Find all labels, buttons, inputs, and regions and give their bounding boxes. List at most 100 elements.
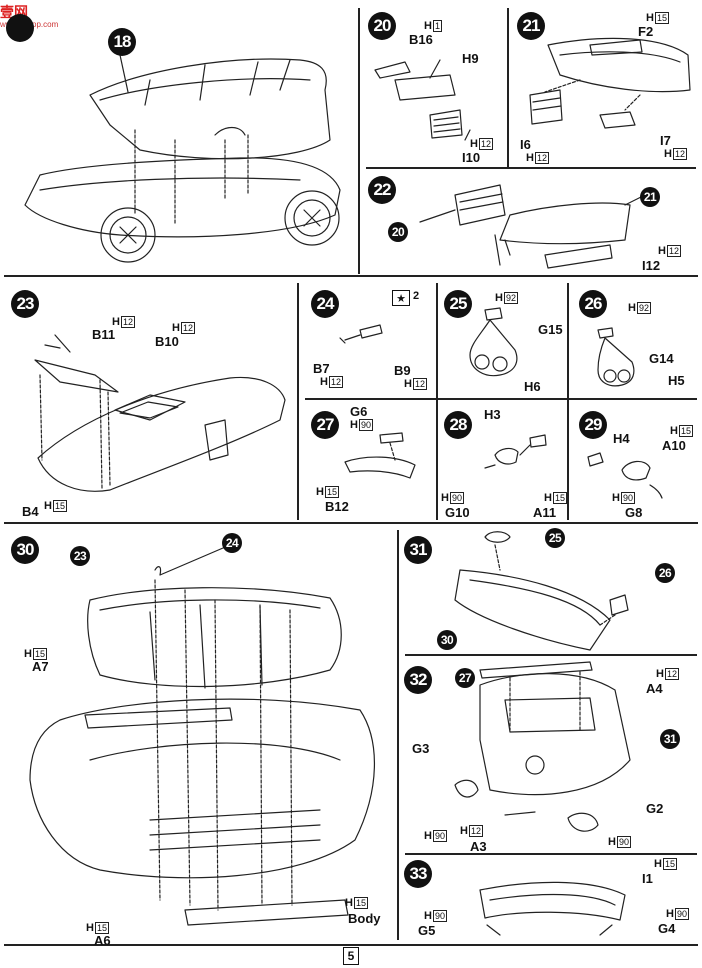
step-number: 32: [409, 670, 428, 689]
part-label: A6: [94, 933, 111, 948]
part-label: B10: [155, 334, 179, 349]
ref-number: 23: [73, 549, 87, 563]
part-label: B9: [394, 363, 411, 378]
divider: [358, 8, 360, 274]
paint-prefix: H: [612, 491, 620, 504]
paint-prefix: H: [544, 491, 552, 504]
paint-number: 12: [180, 322, 195, 334]
step-badge-23: 23: [11, 290, 39, 318]
paint-number: 12: [664, 668, 679, 680]
paint-prefix: H: [24, 647, 32, 660]
part-label: G10: [445, 505, 470, 520]
paint-number: 1: [432, 20, 442, 32]
step-badge-25: 25: [444, 290, 472, 318]
paint-number: 12: [412, 378, 427, 390]
part-label: H5: [668, 373, 685, 388]
part-label: Body: [348, 911, 381, 926]
paint-number: 90: [620, 492, 635, 504]
paint-prefix: H: [404, 377, 412, 390]
step-badge-27: 27: [311, 411, 339, 439]
step-number: 28: [449, 415, 468, 434]
step32-drawing: [454, 661, 631, 832]
paint-number: 15: [94, 922, 109, 934]
ref-badge-30: 30: [437, 630, 457, 650]
divider: [4, 522, 698, 524]
step-number: 21: [522, 16, 541, 35]
part-label: H3: [484, 407, 501, 422]
step27-drawing: [344, 432, 416, 479]
step-number: 22: [373, 180, 392, 199]
part-label: G4: [658, 921, 676, 936]
divider: [405, 853, 697, 855]
step-number: 26: [584, 294, 603, 313]
step29-drawing: [587, 452, 663, 499]
divider: [507, 8, 509, 168]
step-number: 30: [16, 540, 35, 559]
step-badge-22: 22: [368, 176, 396, 204]
part-label: I12: [642, 258, 661, 273]
paint-number: 15: [324, 486, 339, 498]
step-number: 25: [449, 294, 468, 313]
paint-prefix: H: [441, 491, 449, 504]
paint-prefix: H: [345, 896, 353, 909]
step21-drawing: [529, 37, 691, 129]
paint-number: 92: [503, 292, 518, 304]
paint-prefix: H: [664, 147, 672, 160]
paint-number: 12: [120, 316, 135, 328]
step18-drawing: [24, 54, 341, 263]
part-label: A10: [662, 438, 686, 453]
step20-drawing: [374, 59, 471, 141]
paint-prefix: H: [646, 11, 654, 24]
part-label: H6: [524, 379, 541, 394]
ref-badge-25: 25: [545, 528, 565, 548]
part-label: A11: [533, 505, 557, 520]
paint-number: 12: [666, 245, 681, 257]
step-badge-21: 21: [517, 12, 545, 40]
ref-number: 31: [663, 732, 677, 746]
step-badge-29: 29: [579, 411, 607, 439]
part-label: I1: [642, 871, 653, 886]
part-label: G3: [412, 741, 430, 756]
paint-prefix: H: [172, 321, 180, 334]
paint-number: 12: [468, 825, 483, 837]
step-badge-17: [6, 14, 34, 42]
part-label: G8: [625, 505, 643, 520]
ref-number: 24: [225, 536, 239, 550]
step-number: 23: [16, 294, 35, 313]
paint-prefix: H: [654, 857, 662, 870]
paint-number: 12: [534, 152, 549, 164]
paint-number: 90: [449, 492, 464, 504]
step-number: 33: [409, 864, 428, 883]
part-label: I7: [660, 133, 671, 148]
step-number: 27: [316, 415, 335, 434]
paint-prefix: H: [316, 485, 324, 498]
paint-prefix: H: [424, 909, 432, 922]
step-badge-31: 31: [404, 536, 432, 564]
part-label: B7: [313, 361, 330, 376]
paint-prefix: H: [495, 291, 503, 304]
step-badge-32: 32: [404, 666, 432, 694]
ref-badge-31: 31: [660, 729, 680, 749]
ref-badge-21: 21: [640, 187, 660, 207]
step28-drawing: [484, 434, 547, 469]
step-number: 31: [409, 540, 428, 559]
paint-number: 15: [32, 648, 47, 660]
part-label: A4: [646, 681, 663, 696]
